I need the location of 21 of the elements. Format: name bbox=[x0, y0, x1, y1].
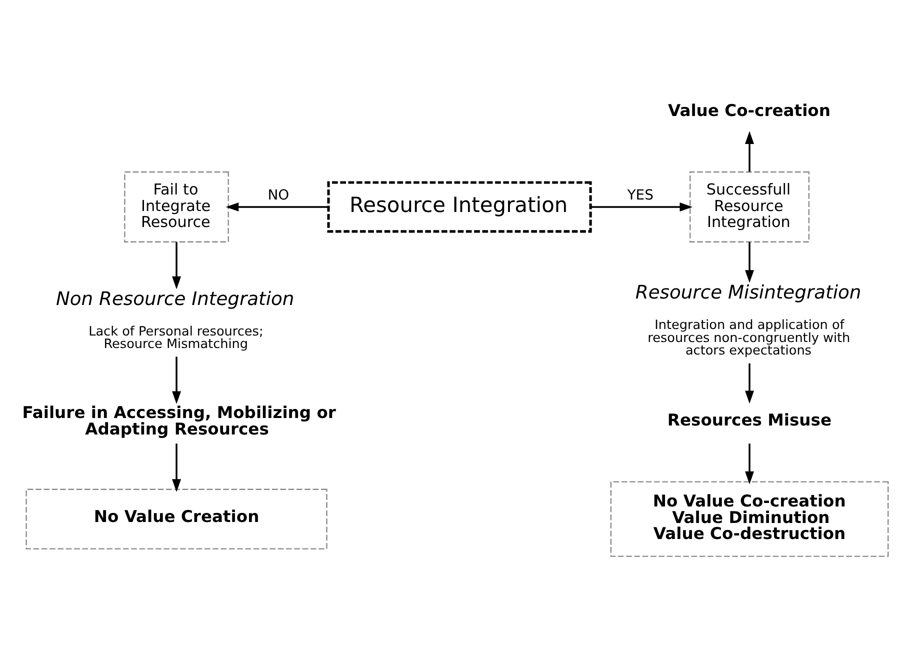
arrow bbox=[745, 444, 754, 484]
node-text: Resource Misintegration Integration and application of resources non-congruently with actors expectations bbox=[635, 282, 862, 359]
arrow bbox=[745, 363, 754, 404]
node-text: Resources Misuse bbox=[667, 410, 832, 430]
node-box: No Value Co-creation Value Diminution Value Co-destruction bbox=[610, 481, 889, 557]
node-text: Value Co-creation bbox=[668, 100, 830, 120]
edge-label: YES bbox=[627, 188, 654, 204]
edge-label: NO bbox=[268, 188, 290, 204]
node-text: Failure in Accessing, Mobilizing or Adapting Resources bbox=[22, 402, 336, 438]
node-box: No Value Creation bbox=[26, 488, 328, 550]
node-box: Successfull Resource Integration bbox=[690, 171, 810, 242]
arrow bbox=[172, 242, 182, 290]
arrow bbox=[172, 356, 182, 404]
arrow bbox=[590, 202, 693, 212]
arrow bbox=[745, 131, 754, 172]
arrow bbox=[172, 444, 182, 492]
node-text: Non Resource Integration Lack of Personal resources; Resource Mismatching bbox=[56, 289, 294, 352]
node-box: Fail to Integrate Resource bbox=[124, 171, 229, 242]
node-box: Resource Integration bbox=[327, 181, 592, 233]
arrow bbox=[226, 202, 328, 212]
arrow bbox=[745, 242, 754, 283]
